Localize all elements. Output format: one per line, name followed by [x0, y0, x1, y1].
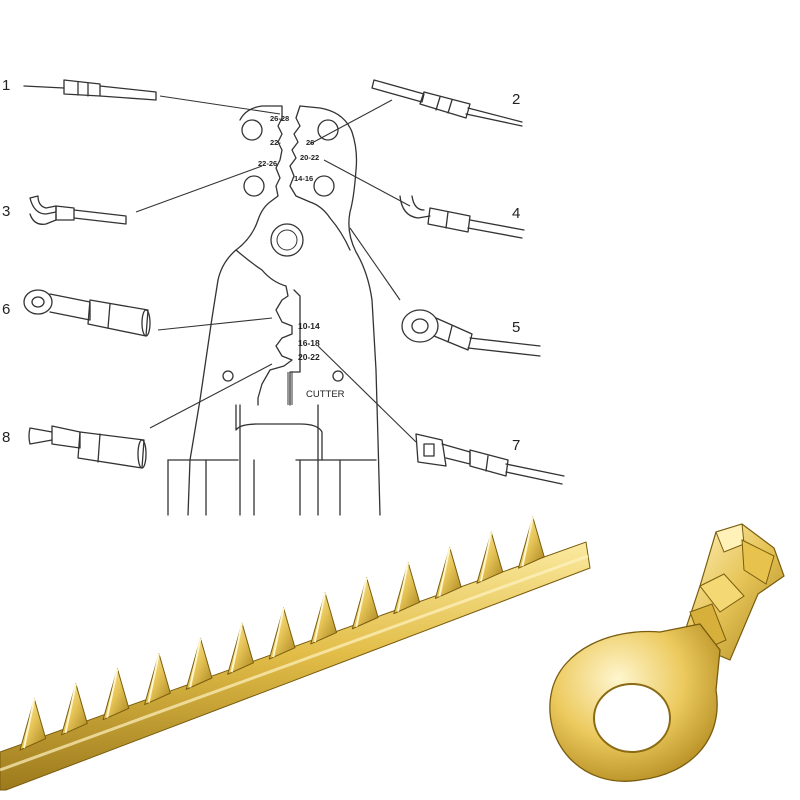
terminal-5-ring [401, 309, 541, 357]
crimper-tool: 26-28 22- 26 20-22 22-26 14-16 10-14 16-… [167, 105, 381, 516]
gauge-label-20-22-upper: 20-22 [300, 153, 319, 162]
strip-tooth-highlight [479, 532, 493, 582]
strip-tooth-highlight [189, 638, 202, 688]
strip-tooth-highlight [64, 683, 77, 734]
callout-numbers: 1 2 3 4 5 6 7 8 [2, 77, 520, 454]
gauge-label-14-16: 14-16 [294, 174, 313, 183]
strip-tooth-highlight [521, 516, 534, 567]
callout-6: 6 [2, 301, 10, 318]
terminal-6-ring [23, 289, 151, 337]
gauge-label-26: 26 [306, 138, 314, 147]
strip-tooth-highlight [147, 653, 160, 703]
cutter-label: CUTTER [306, 389, 345, 400]
strip-tooth-highlight [23, 698, 36, 749]
terminal-strip-photo [0, 516, 591, 791]
strip-tooth-highlight [106, 668, 119, 718]
strip-tooth-highlight [272, 607, 285, 658]
terminal-2-butt-connector [371, 79, 523, 127]
terminal-4-fork [399, 195, 525, 239]
gauge-label-16-18: 16-18 [298, 338, 320, 348]
terminal-7-spade-receptacle [415, 433, 565, 485]
strip-tooth-highlight [230, 622, 243, 673]
callout-7: 7 [512, 437, 520, 454]
gauge-label-22-26: 22-26 [258, 159, 277, 168]
callout-2: 2 [512, 91, 520, 108]
ring-terminal-photo [549, 523, 785, 782]
gauge-label-26-28: 26-28 [270, 114, 289, 123]
terminal-3-fork [29, 195, 127, 225]
gauge-label-20-22-lower: 20-22 [298, 352, 320, 362]
callout-1: 1 [2, 77, 10, 94]
strip-tooth-highlight [396, 562, 410, 612]
leader-lines [135, 95, 417, 443]
callout-5: 5 [512, 319, 520, 336]
callout-4: 4 [512, 205, 520, 222]
callout-3: 3 [2, 203, 10, 220]
terminal-1-butt-connector [23, 79, 157, 101]
gauge-label-22: 22- [270, 138, 281, 147]
gauge-label-10-14: 10-14 [298, 321, 320, 331]
strip-tooth-highlight [355, 577, 368, 627]
strip-tooth-highlight [313, 592, 327, 643]
strip-tooth-highlight [438, 547, 451, 597]
terminal-8-fork [28, 425, 147, 469]
callout-8: 8 [2, 429, 10, 446]
